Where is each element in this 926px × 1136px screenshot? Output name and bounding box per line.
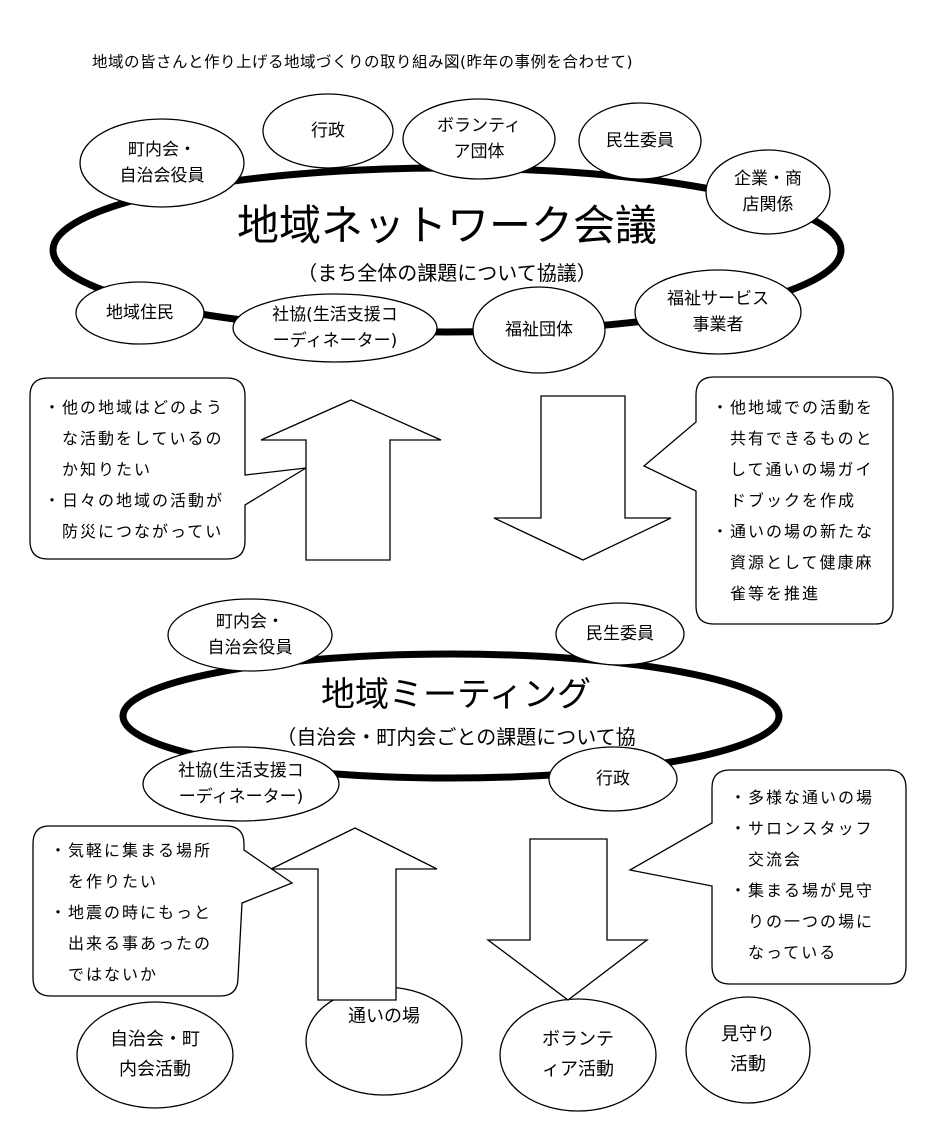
lrb-line-1-0: ・サロンスタッフ <box>730 819 874 838</box>
local-meeting-title: 地域ミーティング <box>321 675 591 715</box>
member-ellipse-kigyo <box>705 149 831 235</box>
member-ellipse-chonaikai <box>79 118 245 208</box>
diagram-title: 地域の皆さんと作り上げる地域づくりの取り組み図(昨年の事例を合わせて) <box>92 53 634 71</box>
llb-line-0-0: ・気軽に集まる場所 <box>50 841 213 860</box>
upper-left-bubble <box>29 377 307 560</box>
urb-line-1-1: 資源として健康麻 <box>730 553 874 572</box>
urb-line-0-2: して通いの場ガイ <box>730 460 874 479</box>
llb-line-1-2: ではないか <box>68 965 159 984</box>
local-meeting-subtitle: （自治会・町内会ごとの課題について協 <box>276 725 636 749</box>
lower-right-bubble <box>628 769 907 985</box>
lower-left-bubble <box>32 825 294 997</box>
local-ellipse-chonaikai <box>167 598 333 672</box>
lower-left-bubble-text: ・気軽に集まる場所を作りたい・地震の時にもっと出来る事あったのではないか <box>50 835 240 990</box>
member-ellipse-volunteer <box>402 98 556 180</box>
urb-line-0-3: ドブックを作成 <box>730 491 857 510</box>
activity-ellipse-volunteer <box>499 998 657 1112</box>
urb-line-1-0: ・通いの場の新たな <box>712 522 875 541</box>
activity-ellipse-chonaikai <box>76 1001 234 1109</box>
local-member-label-3: 社協(生活支援コーディネーター) <box>178 761 304 807</box>
network-member-label-3: ボランティア団体 <box>437 116 521 162</box>
llb-line-1-1: 出来る事あったの <box>68 934 213 953</box>
down-arrow-upper <box>493 395 672 561</box>
member-ellipse-gyosei <box>262 93 394 169</box>
network-member-label-2: 行政 <box>311 121 345 141</box>
lrb-line-2-2: なっている <box>748 943 838 962</box>
ulb-line-0-2: か知りたい <box>62 460 153 479</box>
network-member-label-1: 町内会・自治会役員 <box>119 140 205 186</box>
local-ellipse-shakyo <box>142 746 340 822</box>
network-member-label-4: 民生委員 <box>606 131 674 151</box>
down-arrow-lower <box>486 838 649 1001</box>
llb-line-0-1: を作りたい <box>68 872 159 891</box>
lower-right-bubble-text: ・多様な通いの場・サロンスタッフ交流会・集まる場が見守りの一つの場になっている <box>730 782 905 968</box>
local-member-label-2: 民生委員 <box>586 624 654 644</box>
activity-label-3: ボランティア活動 <box>542 1029 614 1080</box>
upper-right-bubble <box>642 376 894 625</box>
up-arrow-lower <box>270 827 438 1001</box>
ulb-line-0-1: な活動をしているの <box>62 429 224 448</box>
network-member-label-5: 企業・商店関係 <box>734 169 802 215</box>
activity-label-4: 見守り活動 <box>721 1024 775 1075</box>
network-member-label-6: 地域住民 <box>106 303 174 323</box>
ulb-line-1-0: ・日々の地域の活動が <box>44 491 225 510</box>
urb-line-1-2: 雀等を推進 <box>730 584 821 603</box>
local-member-label-4: 行政 <box>596 769 630 789</box>
local-member-label-1: 町内会・自治会役員 <box>207 612 293 658</box>
network-member-label-8: 福祉団体 <box>505 320 573 340</box>
member-ellipse-minsei <box>578 102 702 180</box>
lrb-line-2-1: りの一つの場に <box>748 912 875 931</box>
member-ellipse-jumin <box>75 281 205 345</box>
lrb-line-1-1: 交流会 <box>748 850 803 869</box>
network-meeting-subtitle: （まち全体の課題について協議） <box>297 261 597 285</box>
network-meeting-title: 地域ネットワーク会議 <box>236 201 657 250</box>
member-ellipse-fukushi-service <box>634 269 802 355</box>
ulb-line-1-1: 防災につながってい <box>62 522 224 541</box>
member-ellipse-fukushi-dantai <box>472 286 606 374</box>
network-member-label-9: 福祉サービス事業者 <box>667 289 769 335</box>
ulb-line-0-0: ・他の地域はどのよう <box>44 398 225 417</box>
lrb-line-0-0: ・多様な通いの場 <box>730 788 875 807</box>
activity-ellipse-mimamori <box>685 996 811 1104</box>
member-ellipse-shakyo <box>232 293 438 363</box>
network-member-label-7: 社協(生活支援コーディネーター) <box>272 305 398 351</box>
up-arrow-upper <box>260 399 442 561</box>
urb-line-0-0: ・他地域での活動を <box>712 398 875 417</box>
activity-label-2: 通いの場 <box>348 1006 420 1027</box>
activity-label-1: 自治会・町内会活動 <box>110 1029 200 1080</box>
local-ellipse-gyosei <box>548 746 678 812</box>
lrb-line-2-0: ・集まる場が見守 <box>730 881 875 900</box>
upper-right-bubble-text: ・他地域での活動を共有できるものとして通いの場ガイドブックを作成・通いの場の新た… <box>712 392 892 609</box>
llb-line-1-0: ・地震の時にもっと <box>50 903 213 922</box>
local-ellipse-minsei <box>555 602 685 666</box>
urb-line-0-1: 共有できるものと <box>730 429 874 448</box>
upper-left-bubble-text: ・他の地域はどのような活動をしているのか知りたい・日々の地域の活動が防災につなが… <box>44 392 244 547</box>
